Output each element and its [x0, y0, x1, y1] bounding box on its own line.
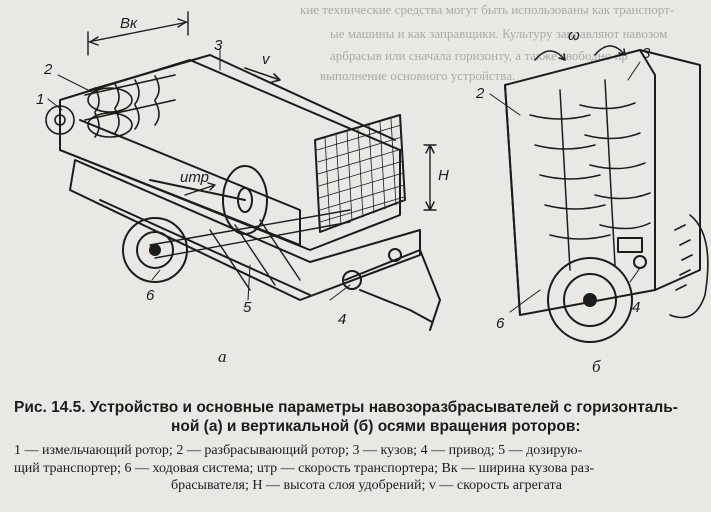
legend-line-3: брасывателя; H — высота слоя удобрений; … [171, 478, 562, 493]
callout-b-4: 4 [632, 299, 640, 316]
omega-label: ω [568, 27, 580, 44]
velocity-label: v [262, 51, 271, 68]
callout-3: 3 [214, 37, 223, 54]
vertical-rotors [529, 79, 651, 271]
width-dimension [87, 11, 189, 56]
callout-2: 2 [43, 61, 53, 78]
chassis-frame [69, 159, 421, 301]
subfig-a-label: a [218, 347, 227, 366]
callout-b-2: 2 [475, 85, 485, 102]
wheel-a [122, 217, 188, 283]
callout-4: 4 [338, 311, 346, 328]
spreader-body-top-rail [89, 54, 396, 141]
height-dimension [423, 144, 437, 211]
drive-drawbar [344, 249, 441, 331]
figure-caption: Рис. 14.5. Устройство и основные парамет… [14, 398, 704, 436]
bleed-through-text: ые машины и как заправщики. Культуру зап… [330, 26, 668, 41]
bleed-through-text: выполнение основного устройства. [320, 68, 516, 83]
velocity-arrow [244, 67, 281, 83]
dosing-conveyor [149, 209, 351, 291]
tractor-tire [669, 214, 709, 319]
spreader-body-inner [59, 149, 301, 246]
callout-5: 5 [243, 299, 252, 316]
conveyor-speed-arrow [184, 182, 216, 196]
figure-illustration: Bк v uтр H ω a б 1 2 3 4 5 6 2 3 4 6 [36, 11, 709, 376]
width-label: Bк [120, 15, 138, 32]
callout-b-3: 3 [642, 45, 651, 62]
callout-b-6: 6 [496, 315, 505, 332]
caption-line-2: ной (а) и вертикальной (б) осями вращени… [171, 418, 581, 435]
wheel-b [547, 257, 633, 343]
subfig-b-label: б [592, 357, 601, 376]
rotation-arrow-left [534, 50, 566, 61]
callout-1: 1 [36, 91, 44, 108]
height-label: H [438, 167, 449, 184]
drive-gear-b [617, 237, 643, 253]
legend-line-1: 1 — измельчающий ротор; 2 — разбрасывающ… [14, 443, 583, 458]
conveyor-speed-label: uтр [180, 169, 209, 186]
rotation-arrow-right [594, 45, 626, 56]
front-mesh-guard [314, 114, 406, 233]
conveyor-drum [222, 165, 268, 235]
figure-legend: 1 — измельчающий ротор; 2 — разбрасывающ… [14, 442, 704, 495]
caption-line-1: Рис. 14.5. Устройство и основные парамет… [14, 399, 678, 416]
rotor-assembly [45, 74, 176, 138]
bleed-through-text: кие технические средства могут быть испо… [300, 2, 675, 17]
legend-line-2: щий транспортер; 6 — ходовая система; uт… [14, 460, 595, 476]
callout-6: 6 [146, 287, 155, 304]
